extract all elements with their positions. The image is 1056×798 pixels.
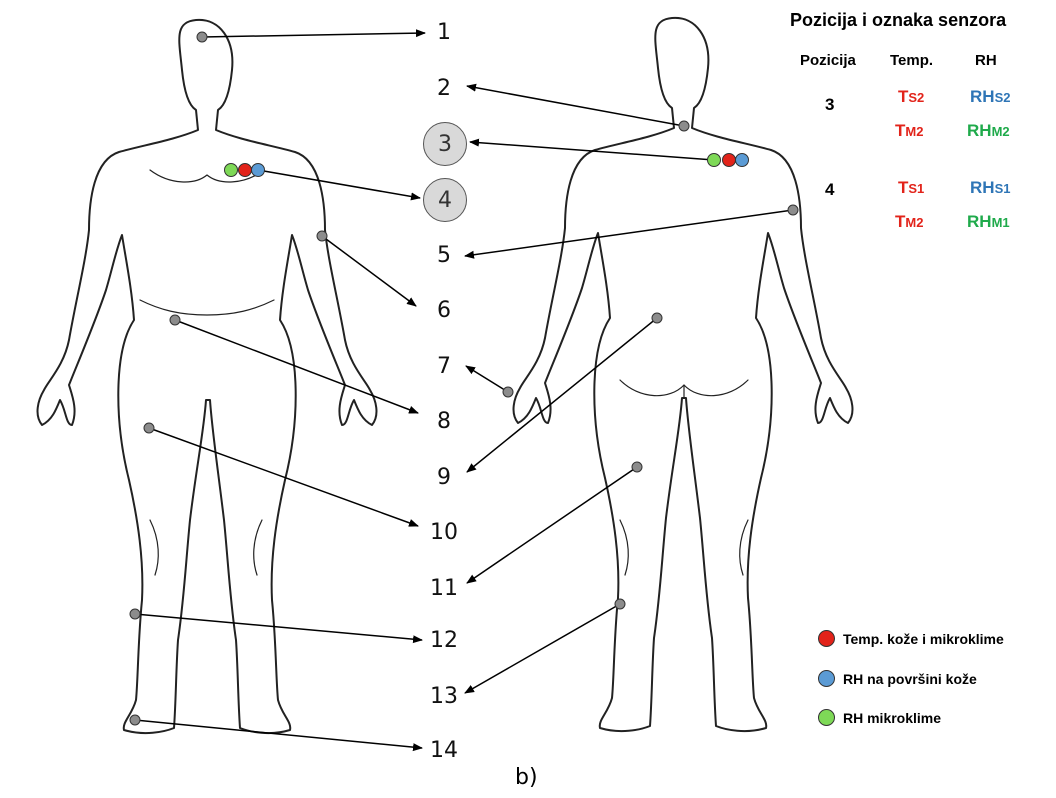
position-3: 3: [825, 95, 834, 115]
sensor-rhm1: RHM1: [967, 212, 1010, 232]
sensor-rhs1: RHS1: [970, 178, 1010, 198]
label-5: 5: [437, 245, 451, 267]
label-14: 14: [430, 740, 458, 762]
label-10: 10: [430, 522, 458, 544]
cluster-front-red-dot: [239, 164, 252, 177]
marker-7: [503, 387, 513, 397]
marker-10: [144, 423, 154, 433]
cluster-back-blue-dot: [736, 154, 749, 167]
sensor-tm2-row4: TM2: [895, 212, 923, 232]
marker-13: [615, 599, 625, 609]
label-12: 12: [430, 630, 458, 652]
marker-9: [652, 313, 662, 323]
arrow-10: [149, 428, 418, 526]
marker-14: [130, 715, 140, 725]
arrow-5: [465, 210, 793, 256]
arrow-14: [135, 720, 422, 748]
legend-label-rh-skin: RH na površini kože: [843, 671, 977, 687]
sensor-cluster-back: [708, 154, 749, 167]
arrow-11: [467, 467, 637, 583]
figure-caption: b): [515, 765, 538, 790]
label-4-circled: 4: [423, 178, 467, 222]
green-dot-icon: [818, 709, 835, 726]
label-4: 4: [438, 188, 452, 213]
arrow-7: [466, 366, 508, 392]
sensor-ts2: TS2: [898, 87, 924, 107]
sensor-tm2-row3: TM2: [895, 121, 923, 141]
cluster-back-green-dot: [708, 154, 721, 167]
legend-item-temp: Temp. kože i mikroklime: [818, 630, 1004, 647]
label-11: 11: [430, 578, 458, 600]
arrow-1: [202, 33, 425, 37]
col-header-pozicija: Pozicija: [800, 52, 856, 69]
legend-label-rh-micro: RH mikroklime: [843, 710, 941, 726]
arrow-13: [465, 604, 620, 693]
label-3: 3: [438, 132, 452, 157]
marker-11: [632, 462, 642, 472]
sensor-ts1: TS1: [898, 178, 924, 198]
cluster-front-green-dot: [225, 164, 238, 177]
front-body-outline: [38, 20, 377, 733]
col-header-rh: RH: [975, 52, 997, 69]
label-7: 7: [437, 356, 451, 378]
cluster-back-red-dot: [723, 154, 736, 167]
marker-8: [170, 315, 180, 325]
label-9: 9: [437, 467, 451, 489]
blue-dot-icon: [818, 670, 835, 687]
marker-5: [788, 205, 798, 215]
marker-2: [679, 121, 689, 131]
position-4: 4: [825, 180, 834, 200]
label-6: 6: [437, 300, 451, 322]
label-13: 13: [430, 686, 458, 708]
marker-6: [317, 231, 327, 241]
marker-12: [130, 609, 140, 619]
arrow-4: [258, 170, 420, 198]
arrow-2: [467, 86, 684, 126]
label-1: 1: [437, 22, 451, 44]
arrow-3: [470, 142, 714, 160]
label-2: 2: [437, 78, 451, 100]
marker-1: [197, 32, 207, 42]
legend-item-rh-skin: RH na površini kože: [818, 670, 977, 687]
legend-item-rh-micro: RH mikroklime: [818, 709, 941, 726]
legend-label-temp: Temp. kože i mikroklime: [843, 631, 1004, 647]
label-8: 8: [437, 411, 451, 433]
sensor-cluster-front: [225, 164, 265, 177]
sensor-rhs2: RHS2: [970, 87, 1010, 107]
red-dot-icon: [818, 630, 835, 647]
cluster-front-blue-dot: [252, 164, 265, 177]
sensor-rhm2: RHM2: [967, 121, 1010, 141]
label-3-circled: 3: [423, 122, 467, 166]
col-header-temp: Temp.: [890, 52, 933, 69]
legend-title: Pozicija i oznaka senzora: [790, 10, 1006, 31]
